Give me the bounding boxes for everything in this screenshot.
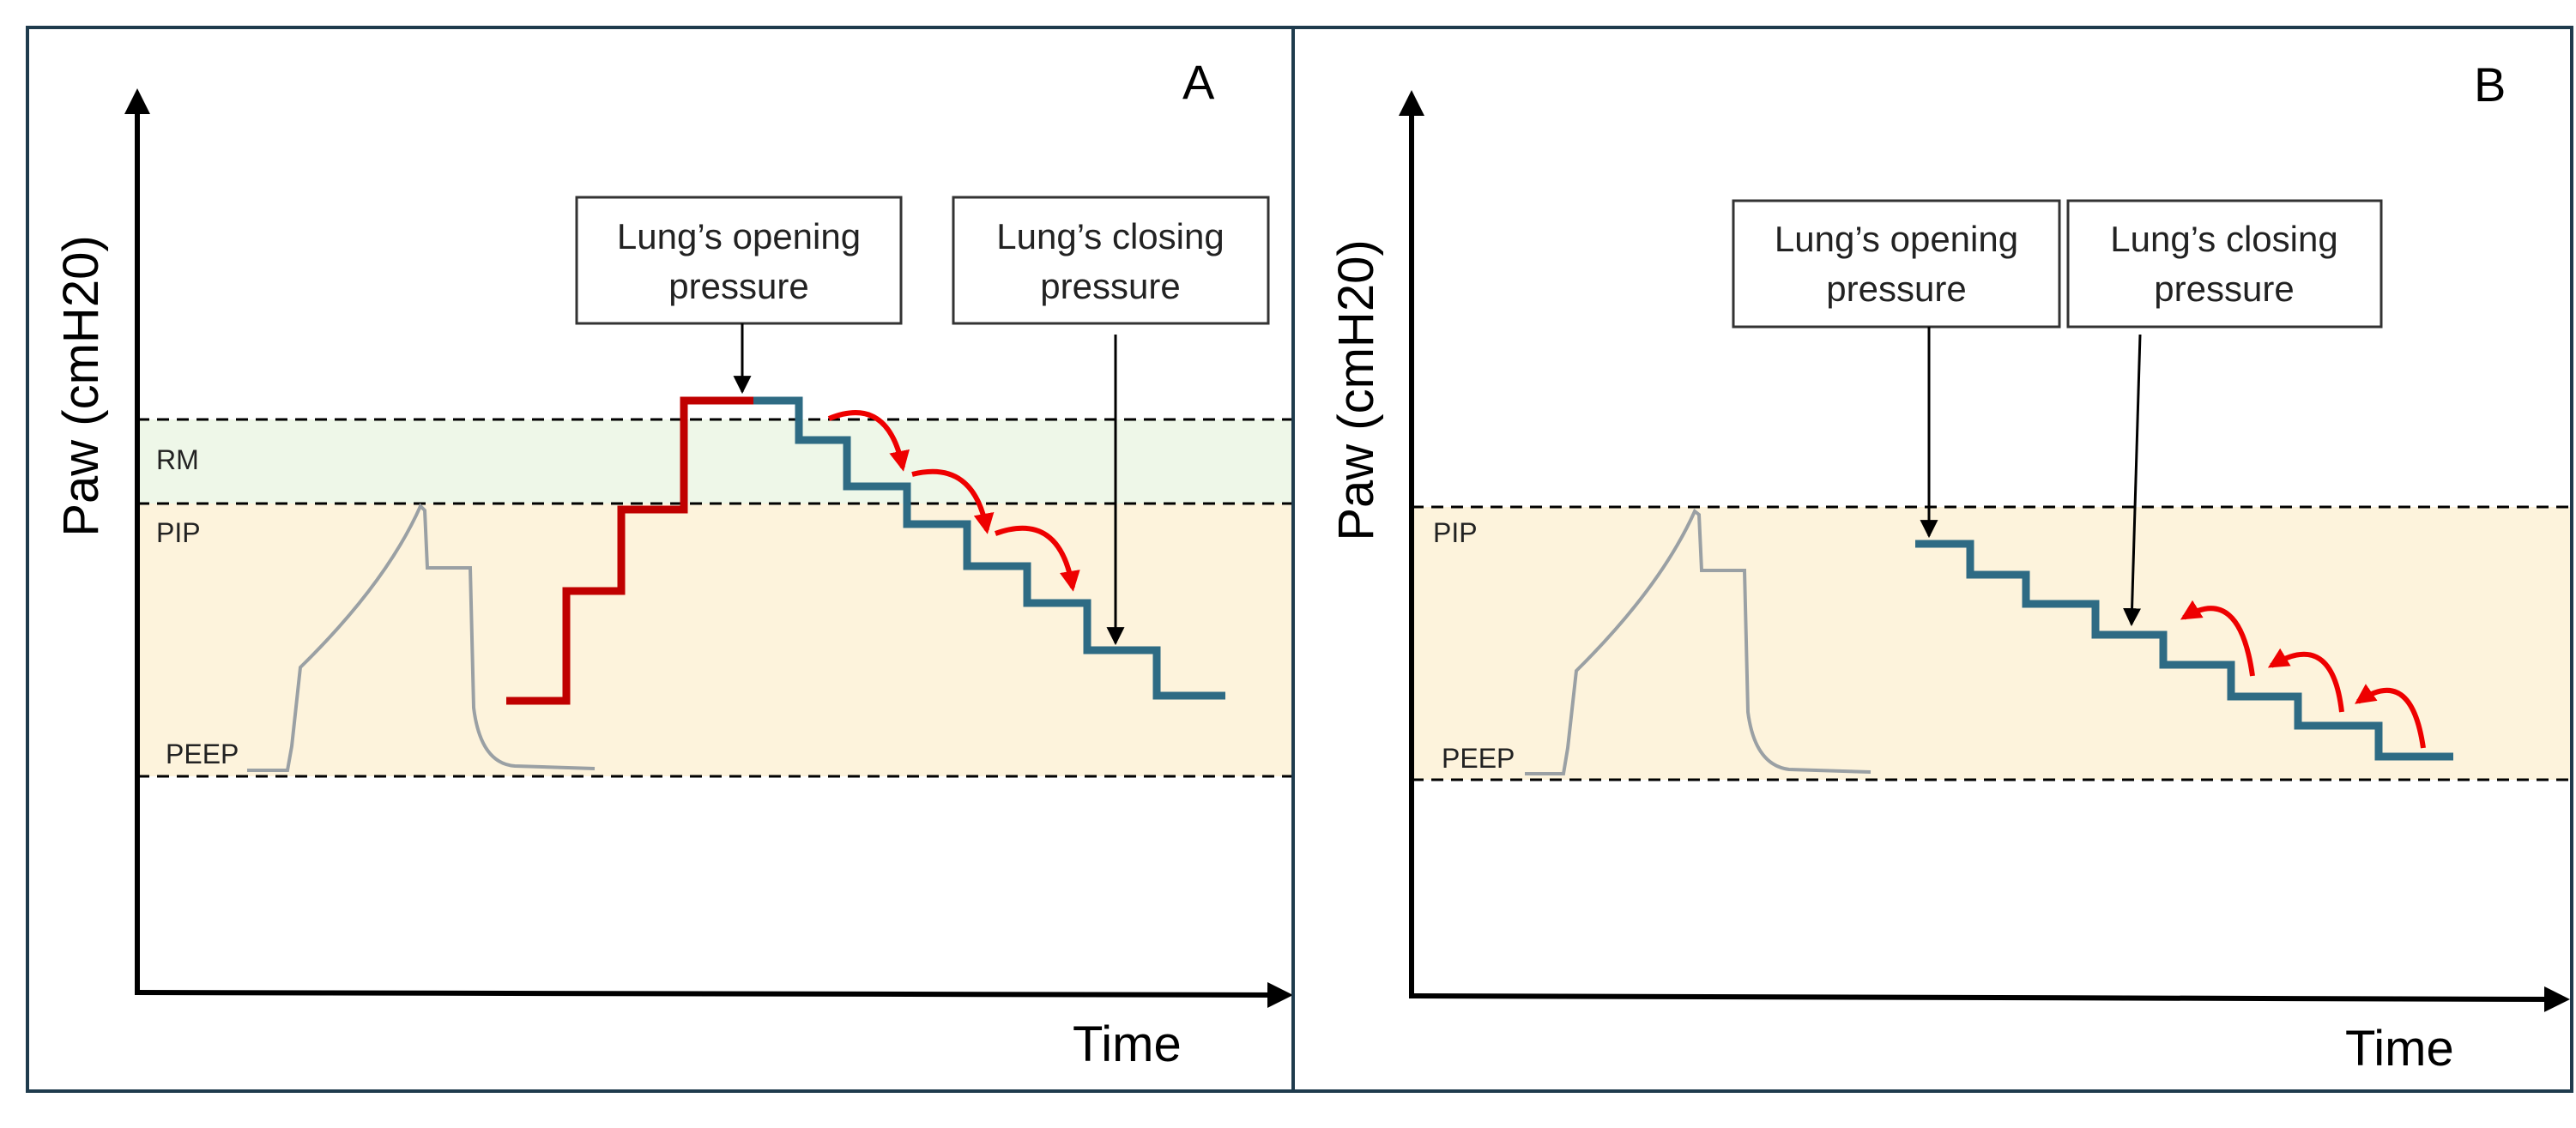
panel-a-arc-arrow: [827, 410, 910, 472]
panel-a-pip-label: PIP: [156, 517, 201, 548]
panel-b-opening-callout: Lung’s opening pressure: [1732, 199, 2061, 329]
panel-b-closing-callout: Lung’s closing pressure: [2066, 199, 2383, 329]
panel-a-peep-label: PEEP: [166, 739, 239, 769]
panel-b-peep-label: PEEP: [1442, 743, 1515, 774]
callout-line: Lung’s opening: [617, 216, 861, 256]
panel-a-closing-callout: Lung’s closing pressure: [952, 196, 1270, 325]
panel-a: Paw (cmH20) Time A RM PIP PEEP Lung’s op…: [26, 26, 1295, 1093]
callout-line: pressure: [1826, 268, 1966, 309]
callout-line: Lung’s opening: [1775, 219, 2018, 259]
panel-b-y-axis-title: Paw (cmH20): [1328, 239, 1384, 540]
panel-a-letter: A: [1182, 55, 1215, 109]
callout-line: pressure: [1040, 266, 1180, 306]
panel-b-decremental-steps: [1915, 540, 2453, 761]
panel-b-x-axis: [1408, 986, 2570, 1012]
callout-line: pressure: [668, 266, 808, 306]
panel-a-pressure-waveform: [247, 503, 596, 772]
panel-b-pressure-waveform: [1525, 508, 1872, 775]
panel-a-arc-arrow: [911, 468, 995, 534]
panel-b-arc-arrow: [2267, 648, 2344, 713]
panel-a-x-axis: [134, 981, 1293, 1008]
panel-a-x-axis-title: Time: [1073, 1016, 1182, 1072]
callout-line: pressure: [2154, 268, 2294, 309]
panel-b-frame: [1291, 26, 2573, 1093]
panel-b: Paw (cmH20) Time B PIP PEEP Lung’s openi…: [1291, 26, 2573, 1093]
callout-line: Lung’s closing: [996, 216, 1224, 256]
panel-b-pip-label: PIP: [1433, 517, 1478, 548]
callout-line: Lung’s closing: [2110, 219, 2337, 259]
panel-a-ventilation-zone: [137, 504, 1291, 776]
panel-b-closing-pointer: [2123, 334, 2142, 627]
panel-a-y-axis-title: Paw (cmH20): [53, 235, 109, 536]
panel-a-decremental-steps: [753, 396, 1225, 700]
panel-b-ventilation-zone: [1412, 507, 2570, 780]
panel-a-recruitment-steps: [506, 396, 753, 705]
panel-a-rm-label: RM: [156, 444, 199, 475]
panel-b-arc-arrow: [2180, 600, 2255, 677]
panel-b-x-axis-title: Time: [2345, 1021, 2454, 1077]
panel-a-rm-zone: [137, 419, 1291, 504]
panel-b-arc-arrow: [2355, 684, 2426, 749]
panel-a-opening-callout: Lung’s opening pressure: [575, 196, 903, 325]
panel-a-arc-arrow: [994, 525, 1080, 592]
panel-b-letter: B: [2474, 57, 2506, 112]
